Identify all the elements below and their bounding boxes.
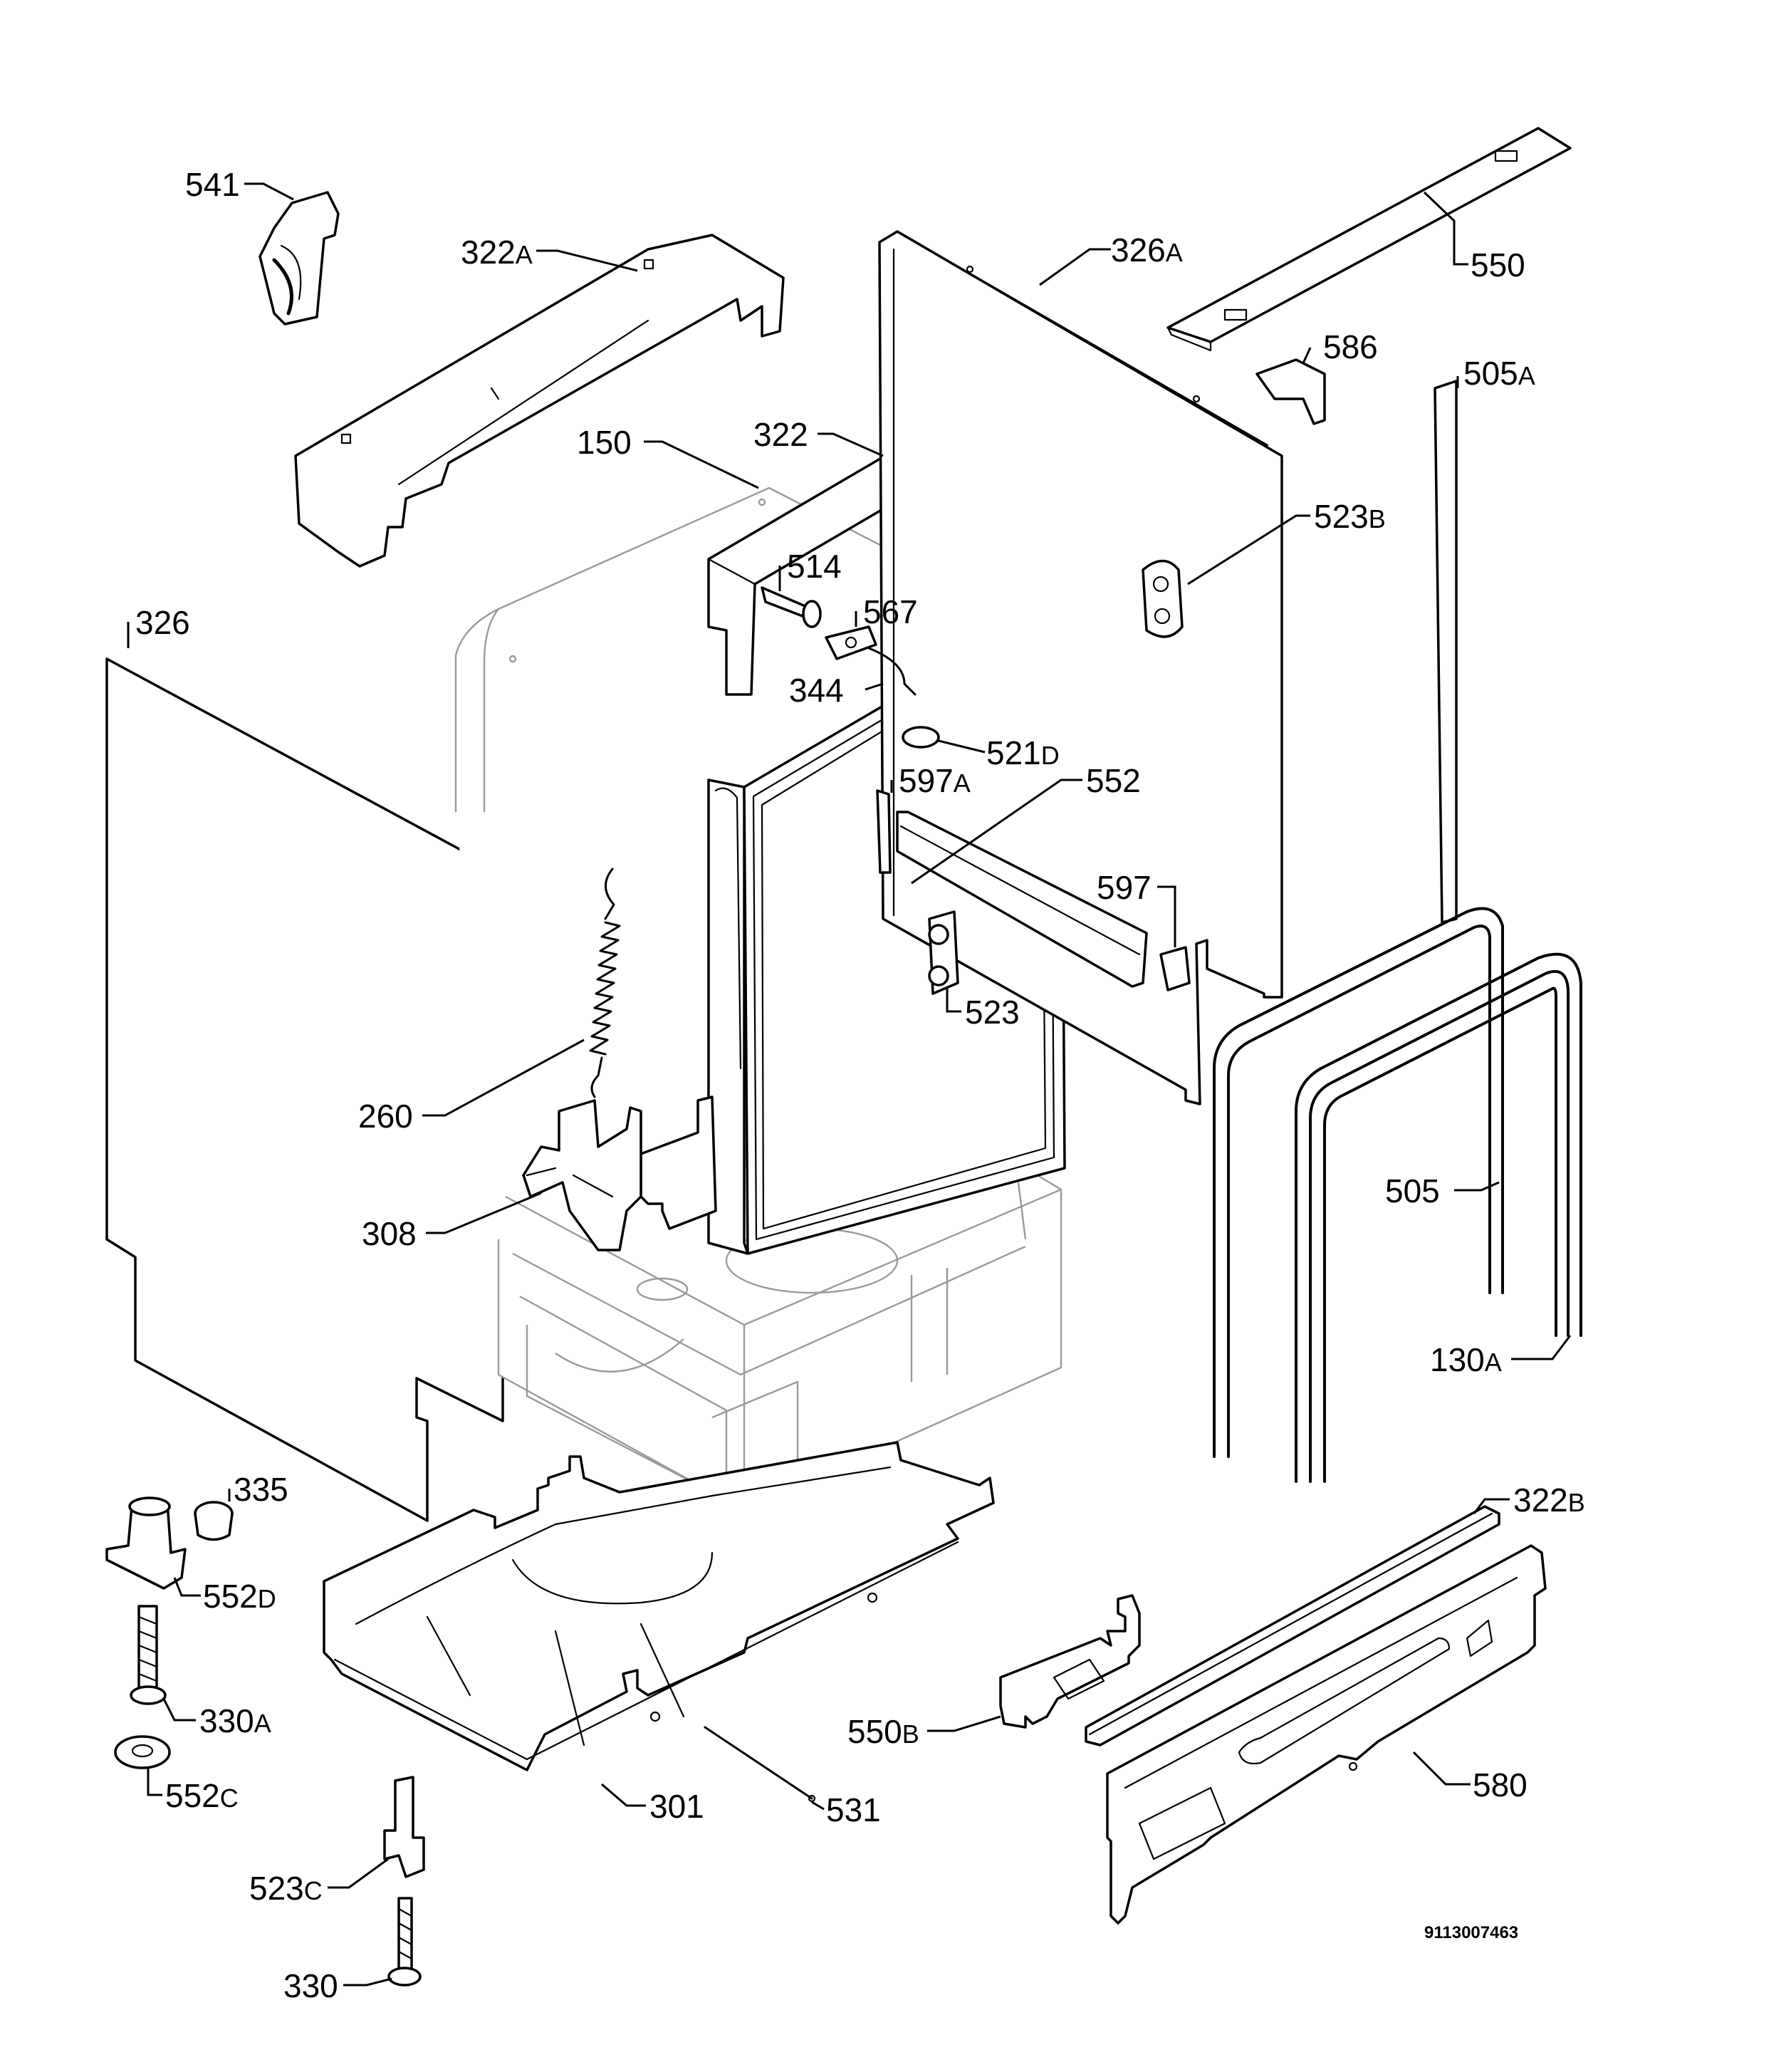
leader-lines xyxy=(127,182,1572,1987)
part-552-rail xyxy=(896,811,1148,988)
leader-550B xyxy=(927,1715,1001,1732)
label-580: 580 xyxy=(1473,1766,1528,1803)
label-326: 326 xyxy=(135,604,190,641)
leader-523C xyxy=(328,1858,389,1889)
label-552: 552 xyxy=(1086,762,1141,799)
part-322A-bracket xyxy=(294,234,785,568)
part-344-spring-wire xyxy=(867,647,917,696)
leader-322B xyxy=(1473,1498,1510,1514)
part-586-bracket xyxy=(1255,358,1326,425)
leader-552C xyxy=(147,1768,162,1796)
label-260: 260 xyxy=(358,1098,413,1135)
label-322: 322 xyxy=(753,416,808,453)
leader-322 xyxy=(818,432,884,457)
leader-301 xyxy=(601,1783,646,1807)
part-330A-screw xyxy=(130,1605,167,1705)
part-326-side-panel xyxy=(105,657,504,1522)
part-531-rod xyxy=(704,1726,816,1803)
part-523B-vent xyxy=(1142,559,1184,638)
leader-505 xyxy=(1454,1181,1500,1192)
leader-330 xyxy=(343,1977,392,1987)
label-322A: 322A xyxy=(461,234,533,271)
leader-130A xyxy=(1511,1335,1572,1360)
label-541: 541 xyxy=(185,166,240,203)
part-505A-seal-strip xyxy=(1434,380,1458,924)
leader-580 xyxy=(1412,1751,1471,1786)
label-531: 531 xyxy=(826,1791,881,1828)
leader-260 xyxy=(422,1038,585,1117)
leader-330A xyxy=(162,1698,196,1722)
leader-523B xyxy=(1187,514,1310,585)
part-322B-rail xyxy=(1085,1505,1500,1746)
label-150: 150 xyxy=(577,424,632,461)
part-597A-clip xyxy=(876,789,892,874)
leader-150 xyxy=(644,440,759,489)
part-541-latch xyxy=(259,191,340,326)
label-301: 301 xyxy=(649,1788,704,1825)
label-597A: 597A xyxy=(899,762,971,799)
label-330A: 330A xyxy=(199,1702,271,1739)
part-301-base-tray xyxy=(323,1441,995,1771)
part-550B-bracket xyxy=(999,1594,1141,1729)
leader-326A xyxy=(1039,248,1111,286)
label-567: 567 xyxy=(863,593,918,630)
part-552D-foot-bracket xyxy=(105,1496,187,1590)
label-552C: 552C xyxy=(165,1777,239,1814)
leader-322A xyxy=(536,249,638,272)
label-597: 597 xyxy=(1097,869,1152,906)
label-523C: 523C xyxy=(249,1870,323,1907)
part-523-vent xyxy=(928,910,959,995)
leader-597 xyxy=(1157,885,1176,947)
label-335: 335 xyxy=(234,1471,288,1508)
part-505-seal xyxy=(1213,907,1504,1458)
part-550-rail xyxy=(1166,127,1572,352)
label-521D: 521D xyxy=(986,734,1060,771)
leader-344 xyxy=(865,682,884,691)
document-number: 9113007463 xyxy=(1424,1923,1518,1942)
leader-552 xyxy=(911,779,1082,885)
label-586: 586 xyxy=(1323,328,1378,365)
leader-531 xyxy=(811,1801,825,1811)
label-505A: 505A xyxy=(1463,355,1535,392)
part-335-nut xyxy=(194,1501,234,1541)
part-567-clip xyxy=(825,625,877,660)
label-326A: 326A xyxy=(1111,231,1183,269)
label-552D: 552D xyxy=(203,1578,276,1615)
label-523: 523 xyxy=(965,994,1020,1031)
label-330: 330 xyxy=(283,1967,338,2004)
label-505: 505 xyxy=(1385,1172,1440,1209)
part-552C-washer xyxy=(114,1735,171,1769)
label-322B: 322B xyxy=(1513,1482,1585,1519)
part-514-pin xyxy=(761,586,822,628)
part-260-spring xyxy=(589,868,621,1098)
label-514: 514 xyxy=(787,548,842,585)
leader-541 xyxy=(244,182,294,201)
part-597-clip xyxy=(1159,946,1191,991)
label-344: 344 xyxy=(789,672,844,709)
label-308: 308 xyxy=(362,1215,417,1252)
label-130A: 130A xyxy=(1430,1341,1502,1378)
callout-labels: 541 322A 326A 550 586 505A 150 322 523B … xyxy=(135,166,1585,2004)
part-523C-hinge-support xyxy=(383,1776,425,1878)
part-130A-door-seal xyxy=(1295,952,1582,1483)
label-550B: 550B xyxy=(847,1713,919,1750)
leader-521D xyxy=(938,739,986,754)
leader-586 xyxy=(1302,347,1312,364)
leader-550 xyxy=(1423,191,1468,266)
part-330-screw xyxy=(387,1897,422,1987)
part-580-kick-plate xyxy=(1106,1544,1547,1925)
part-521D-grommet xyxy=(902,726,940,749)
leader-308 xyxy=(426,1192,542,1234)
leader-523 xyxy=(946,986,961,1013)
label-523B: 523B xyxy=(1314,498,1386,535)
label-550: 550 xyxy=(1471,246,1525,283)
part-308-hinge xyxy=(522,1099,642,1251)
leader-552D xyxy=(173,1577,201,1597)
